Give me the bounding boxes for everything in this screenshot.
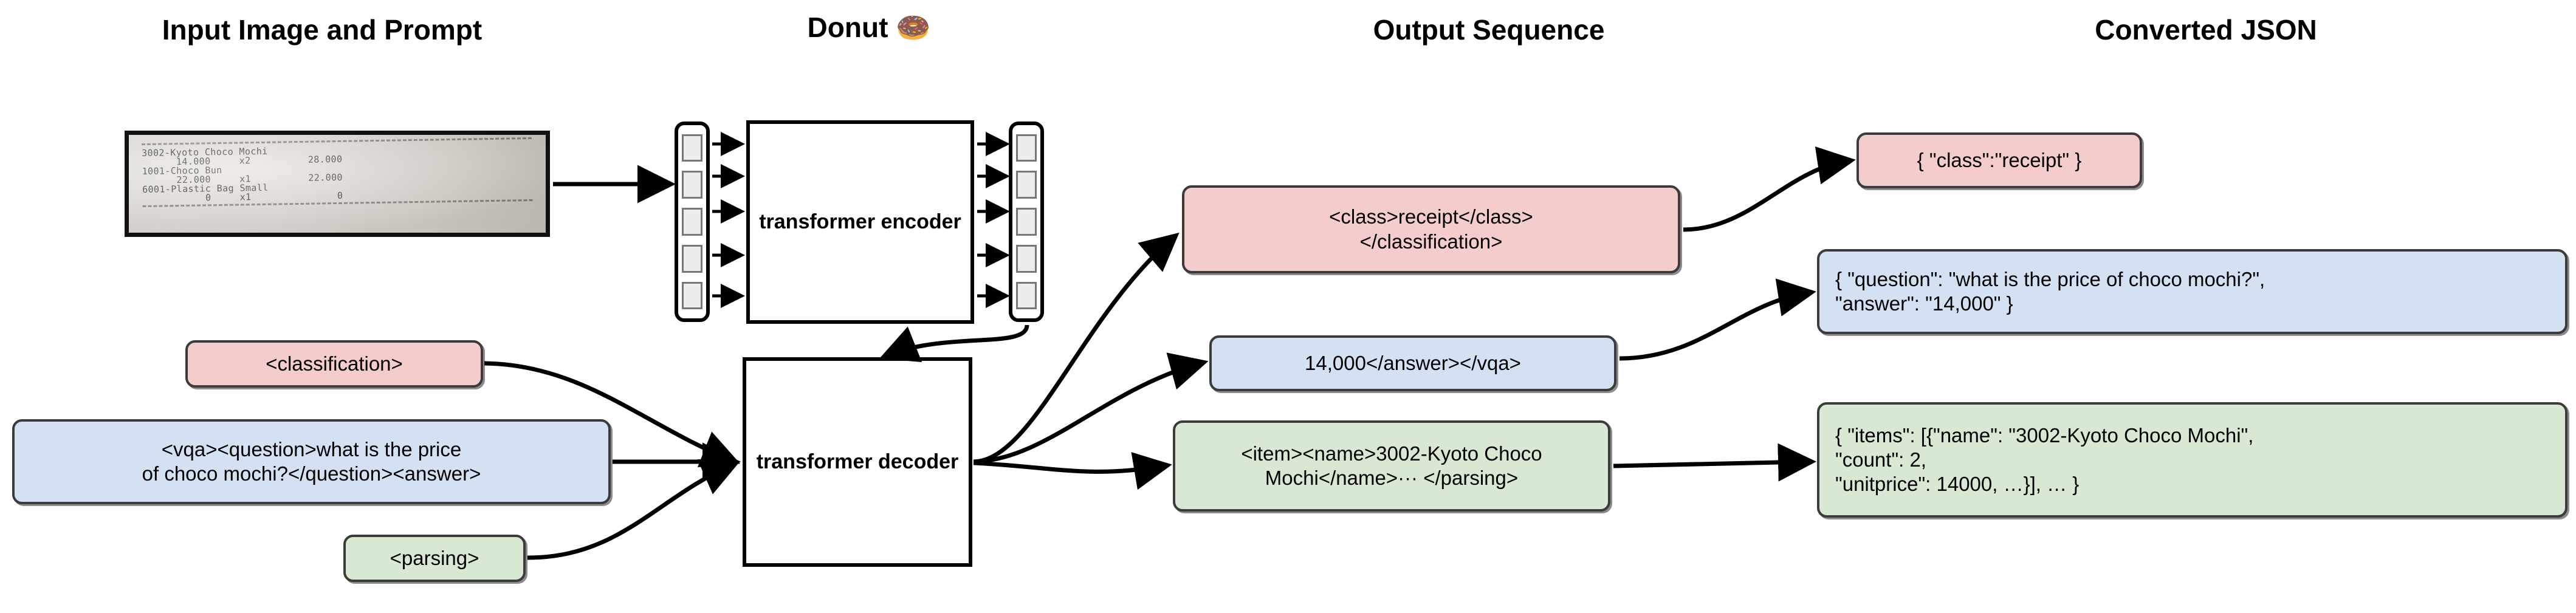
prompt-parsing-box[interactable]: <parsing> [343, 535, 526, 582]
output-sequence-parsing-box[interactable]: <item><name>3002-Kyoto Choco Mochi</name… [1173, 420, 1610, 512]
token-cell [1015, 171, 1037, 199]
encoder-output-token-strip [1009, 122, 1044, 322]
arrow-decoder-to-output-vqa [973, 352, 1209, 464]
receipt-text-content: 3002-Kyoto Choco Mochi 14.000 x2 28.000 … [129, 135, 546, 233]
token-cell [681, 171, 703, 199]
token-cell [1015, 208, 1037, 236]
arrow-decoder-to-output-classification [973, 232, 1180, 464]
output-sequence-vqa-box[interactable]: 14,000</answer></vqa> [1209, 335, 1616, 391]
converted-json-classification-box[interactable]: { "class":"receipt" } [1856, 132, 2142, 188]
converted-json-vqa-box[interactable]: { "question": "what is the price of choc… [1817, 249, 2567, 334]
header-input-image-and-prompt: Input Image and Prompt [162, 14, 483, 46]
arrow-output-parsing-to-json [1613, 443, 1816, 482]
arrow-output-vqa-to-json [1619, 278, 1816, 361]
token-cell [681, 208, 703, 236]
encoder-input-token-strip [675, 122, 710, 322]
token-cell [681, 245, 703, 273]
output-sequence-classification-box[interactable]: <class>receipt</class> </classification> [1182, 185, 1680, 273]
token-cell [681, 134, 703, 162]
arrow-encoder-output-to-decoder [879, 324, 1029, 363]
header-converted-json: Converted JSON [2095, 14, 2317, 46]
converted-json-parsing-box[interactable]: { "items": [{"name": "3002-Kyoto Choco M… [1817, 402, 2567, 518]
token-cell [681, 281, 703, 310]
prompt-classification-box[interactable]: <classification> [185, 340, 483, 388]
arrow-output-classification-to-json [1683, 146, 1856, 232]
arrow-decoder-to-output-parsing [973, 452, 1172, 490]
transformer-decoder-block[interactable]: transformer decoder [743, 357, 972, 567]
transformer-encoder-block[interactable]: transformer encoder [746, 120, 974, 324]
token-cell [1015, 281, 1037, 310]
token-cell [1015, 134, 1037, 162]
header-donut: Donut 🍩 [807, 12, 931, 43]
token-cell [1015, 245, 1037, 273]
input-receipt-image: 3002-Kyoto Choco Mochi 14.000 x2 28.000 … [125, 131, 550, 237]
prompt-vqa-box[interactable]: <vqa><question>what is the price of choc… [12, 419, 611, 504]
header-output-sequence: Output Sequence [1373, 14, 1605, 46]
